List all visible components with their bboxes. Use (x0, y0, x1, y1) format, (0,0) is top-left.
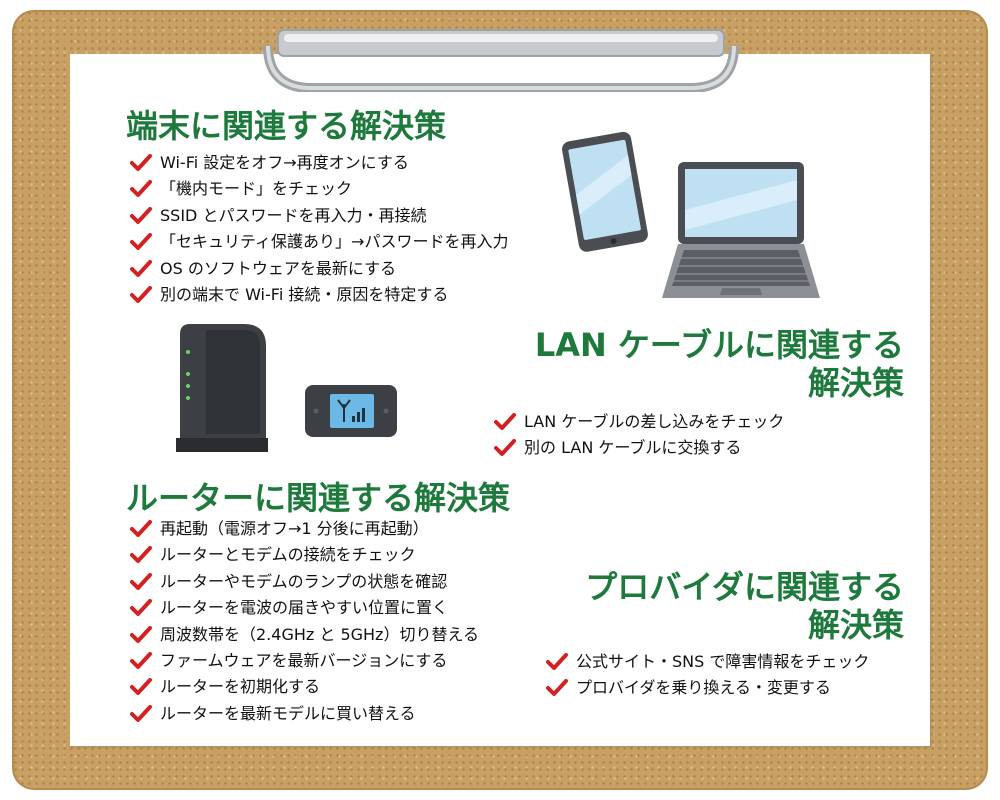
section-title-device: 端末に関連する解決策 (126, 104, 446, 148)
list-item: ルーターを初期化する (130, 674, 479, 700)
check-icon (130, 259, 152, 277)
check-icon (130, 704, 152, 722)
list-item-label: プロバイダを乗り換える・変更する (576, 678, 831, 698)
check-icon (130, 625, 152, 643)
list-item: 「機内モード」をチェック (130, 176, 508, 202)
list-item: プロバイダを乗り換える・変更する (546, 675, 869, 701)
lan-solution-list: LAN ケーブルの差し込みをチェック 別の LAN ケーブルに交換する (494, 409, 784, 462)
list-item: 「セキュリティ保護あり」→パスワードを再入力 (130, 229, 508, 255)
device-solution-list: Wi-Fi 設定をオフ→再度オンにする 「機内モード」をチェック SSID とパ… (130, 150, 508, 308)
check-icon (130, 599, 152, 617)
list-item: 公式サイト・SNS で障害情報をチェック (546, 649, 869, 675)
list-item-label: ルーターを初期化する (160, 677, 321, 697)
check-icon (546, 679, 568, 697)
check-icon (130, 285, 152, 303)
provider-solution-list: 公式サイト・SNS で障害情報をチェック プロバイダを乗り換える・変更する (546, 649, 869, 702)
list-item: ルーターやモデムのランプの状態を確認 (130, 569, 479, 595)
router-solution-list: 再起動（電源オフ→1 分後に再起動） ルーターとモデムの接続をチェック ルーター… (130, 516, 479, 727)
title-line: 端末に関連する解決策 (126, 107, 447, 145)
list-item-label: 「セキュリティ保護あり」→パスワードを再入力 (160, 232, 509, 252)
list-item-label: 周波数帯を（2.4GHz と 5GHz）切り替える (160, 624, 479, 644)
list-item: ルーターとモデムの接続をチェック (130, 542, 479, 568)
check-icon (494, 413, 516, 430)
list-item-label: ルーターやモデムのランプの状態を確認 (160, 571, 448, 591)
list-item: OS のソフトウェアを最新にする (130, 256, 508, 282)
list-item: LAN ケーブルの差し込みをチェック (494, 409, 784, 435)
list-item: ルーターを最新モデルに買い替える (130, 701, 479, 727)
list-item: ルーターを電波の届きやすい位置に置く (130, 595, 479, 621)
list-item-label: 「機内モード」をチェック (160, 179, 353, 199)
title-line: LAN ケーブルに関連する (534, 326, 904, 364)
list-item: 別の LAN ケーブルに交換する (494, 435, 784, 461)
title-line: 解決策 (807, 606, 904, 644)
title-line: ルーターに関連する解決策 (126, 479, 511, 517)
list-item-label: ファームウェアを最新バージョンにする (160, 650, 448, 670)
section-title-provider: プロバイダに関連する 解決策 (520, 568, 904, 644)
list-item-label: Wi-Fi 設定をオフ→再度オンにする (160, 153, 409, 172)
list-item-label: ルーターを最新モデルに買い替える (160, 703, 416, 723)
list-item: Wi-Fi 設定をオフ→再度オンにする (130, 150, 508, 176)
title-line: プロバイダに関連する (585, 568, 904, 606)
title-line: 解決策 (807, 364, 904, 402)
list-item-label: LAN ケーブルの差し込みをチェック (524, 412, 785, 431)
check-icon (130, 180, 152, 198)
check-icon (130, 651, 152, 669)
tablet-icon (562, 131, 648, 252)
list-item: ファームウェアを最新バージョンにする (130, 648, 479, 674)
check-icon (130, 233, 152, 251)
list-item-label: 別の LAN ケーブルに交換する (524, 438, 742, 458)
check-icon (130, 678, 152, 696)
list-item-label: ルーターを電波の届きやすい位置に置く (160, 598, 449, 618)
list-item: SSID とパスワードを再入力・再接続 (130, 203, 508, 229)
list-item: 周波数帯を（2.4GHz と 5GHz）切り替える (130, 622, 479, 648)
check-icon (130, 572, 152, 590)
list-item-label: OS のソフトウェアを最新にする (160, 258, 396, 278)
list-item: 別の端末で Wi-Fi 接続・原因を特定する (130, 282, 508, 308)
list-item-label: 別の端末で Wi-Fi 接続・原因を特定する (160, 284, 449, 304)
clipboard-clip-icon (263, 29, 739, 92)
check-icon (494, 439, 516, 457)
section-title-lan: LAN ケーブルに関連する 解決策 (480, 326, 904, 402)
check-icon (546, 653, 568, 670)
list-item-label: ルーターとモデムの接続をチェック (160, 545, 416, 565)
list-item-label: SSID とパスワードを再入力・再接続 (160, 205, 427, 225)
check-icon (130, 546, 152, 564)
list-item-label: 公式サイト・SNS で障害情報をチェック (576, 652, 870, 671)
check-icon (130, 154, 152, 171)
check-icon (130, 206, 152, 224)
section-title-router: ルーターに関連する解決策 (126, 476, 510, 520)
laptop-icon (662, 162, 820, 298)
list-item-label: 再起動（電源オフ→1 分後に再起動） (160, 519, 429, 538)
router-icon (176, 324, 268, 452)
list-item: 再起動（電源オフ→1 分後に再起動） (130, 516, 479, 542)
mobile-wifi-icon (305, 385, 397, 437)
check-icon (130, 520, 152, 537)
